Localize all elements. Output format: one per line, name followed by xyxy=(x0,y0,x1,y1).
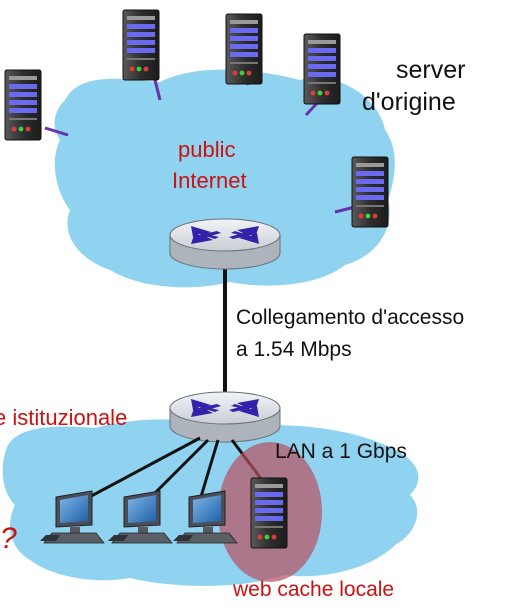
public-internet-cloud xyxy=(54,69,395,288)
web-cache-label: web cache locale xyxy=(233,578,395,601)
institutional-network-label: e istituzionale xyxy=(0,405,128,430)
access-link-label-line1: Collegamento d'accesso xyxy=(236,306,465,329)
lan-label: LAN a 1 Gbps xyxy=(275,440,407,463)
public-label-line1: public xyxy=(178,137,236,162)
institutional-router-icon xyxy=(169,391,281,443)
access-link-label-line2: a 1.54 Mbps xyxy=(236,338,352,361)
web-cache-server-icon xyxy=(250,477,288,549)
server-icon xyxy=(122,9,160,81)
server-icon xyxy=(303,33,341,105)
server-icon xyxy=(351,156,389,228)
server-icon xyxy=(4,69,42,141)
question-mark: ? xyxy=(0,522,17,555)
server-label-line2: d'origine xyxy=(362,88,456,116)
server-label-line1: server xyxy=(396,56,466,84)
internet-router-icon xyxy=(169,218,281,270)
public-label-line2: Internet xyxy=(172,168,247,193)
server-icon xyxy=(225,13,263,85)
